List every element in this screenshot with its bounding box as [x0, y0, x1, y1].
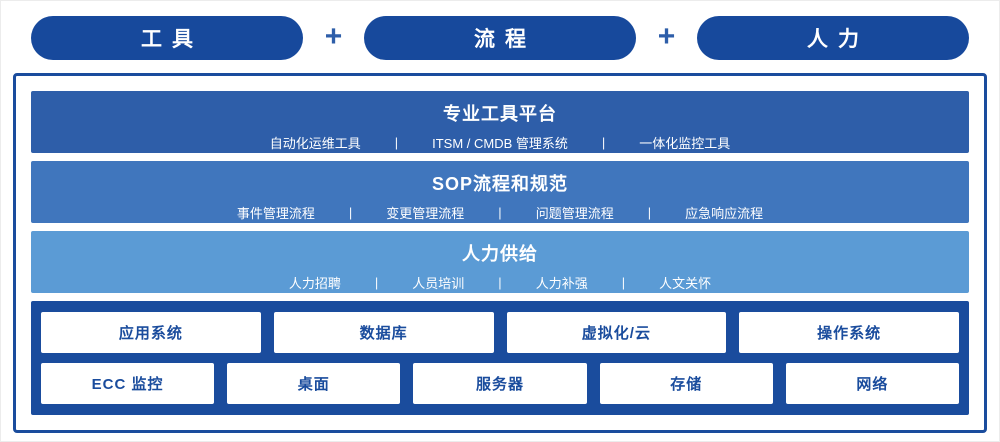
- band-item: 事件管理流程: [236, 206, 315, 221]
- band-item: 人员培训: [412, 276, 465, 291]
- band-manpower-supply-title: 人力供给: [462, 244, 538, 264]
- band-item: ITSM / CMDB 管理系统: [432, 136, 568, 151]
- band-sop-process-items: 事件管理流程 | 变更管理流程 | 问题管理流程 | 应急响应流程: [31, 203, 969, 222]
- separator: |: [374, 275, 379, 290]
- separator: |: [498, 275, 502, 290]
- band-item: 问题管理流程: [535, 206, 614, 221]
- infra-box-label: 桌面: [297, 376, 330, 393]
- band-sop-process-title: SOP流程和规范: [431, 174, 568, 194]
- separator: |: [647, 205, 652, 220]
- infra-box-operating-system: 操作系统: [739, 312, 959, 353]
- infra-box-label: 应用系统: [118, 325, 183, 342]
- infra-box-virtualization-cloud: 虚拟化/云: [506, 312, 727, 353]
- pill-manpower-label: 人力: [807, 28, 869, 51]
- infra-box-database: 数据库: [273, 312, 494, 353]
- separator: |: [348, 205, 353, 220]
- band-item: 人力招聘: [288, 276, 341, 291]
- infra-box-label: 虚拟化/云: [581, 325, 651, 342]
- header-pill-row: 工具 + 流程 + 人力: [1, 11, 999, 63]
- infra-box-label: 存储: [670, 376, 703, 393]
- separator: |: [621, 275, 626, 290]
- infra-box-network: 网络: [785, 363, 960, 404]
- pill-tools-label: 工具: [141, 28, 203, 51]
- pill-process: 流程: [364, 16, 636, 60]
- band-tool-platform-title: 专业工具平台: [443, 104, 557, 124]
- infra-box-server: 服务器: [413, 363, 587, 404]
- pill-process-label: 流程: [474, 28, 536, 51]
- main-frame: 专业工具平台 自动化运维工具 | ITSM / CMDB 管理系统 | 一体化监…: [13, 73, 987, 433]
- band-item: 人力补强: [535, 276, 588, 291]
- pill-manpower: 人力: [697, 16, 969, 60]
- infra-box-desktop: 桌面: [227, 363, 401, 404]
- band-item: 应急响应流程: [685, 206, 764, 221]
- infra-row-1: 应用系统 数据库 虚拟化/云 操作系统: [41, 312, 959, 353]
- pill-tools: 工具: [31, 16, 303, 60]
- infra-box-storage: 存储: [599, 363, 773, 404]
- band-item: 一体化监控工具: [639, 136, 731, 151]
- band-sop-process: SOP流程和规范 事件管理流程 | 变更管理流程 | 问题管理流程 | 应急响应…: [31, 161, 969, 223]
- band-item: 自动化运维工具: [269, 136, 361, 151]
- plus-icon-2: +: [657, 19, 676, 53]
- plus-icon-1: +: [324, 19, 343, 53]
- band-manpower-supply: 人力供给 人力招聘 | 人员培训 | 人力补强 | 人文关怀: [31, 231, 969, 293]
- band-tool-platform-items: 自动化运维工具 | ITSM / CMDB 管理系统 | 一体化监控工具: [31, 133, 969, 152]
- band-tool-platform: 专业工具平台 自动化运维工具 | ITSM / CMDB 管理系统 | 一体化监…: [31, 91, 969, 153]
- separator: |: [394, 135, 399, 150]
- infra-box-label: 服务器: [476, 376, 525, 393]
- infrastructure-section: 应用系统 数据库 虚拟化/云 操作系统 ECC 监控 桌面: [31, 301, 969, 415]
- band-item: 人文关怀: [659, 276, 712, 291]
- infra-box-label: 操作系统: [817, 325, 882, 342]
- infra-box-application-system: 应用系统: [41, 312, 261, 353]
- infra-box-ecc-monitoring: ECC 监控: [41, 363, 215, 404]
- infra-box-label: 数据库: [359, 325, 408, 342]
- separator: |: [498, 205, 502, 220]
- infra-box-label: 网络: [856, 376, 889, 393]
- infra-row-2: ECC 监控 桌面 服务器 存储 网络: [41, 363, 960, 404]
- band-item: 变更管理流程: [386, 206, 465, 221]
- band-manpower-supply-items: 人力招聘 | 人员培训 | 人力补强 | 人文关怀: [31, 273, 969, 292]
- infra-box-label: ECC 监控: [91, 376, 164, 393]
- separator: |: [601, 135, 606, 150]
